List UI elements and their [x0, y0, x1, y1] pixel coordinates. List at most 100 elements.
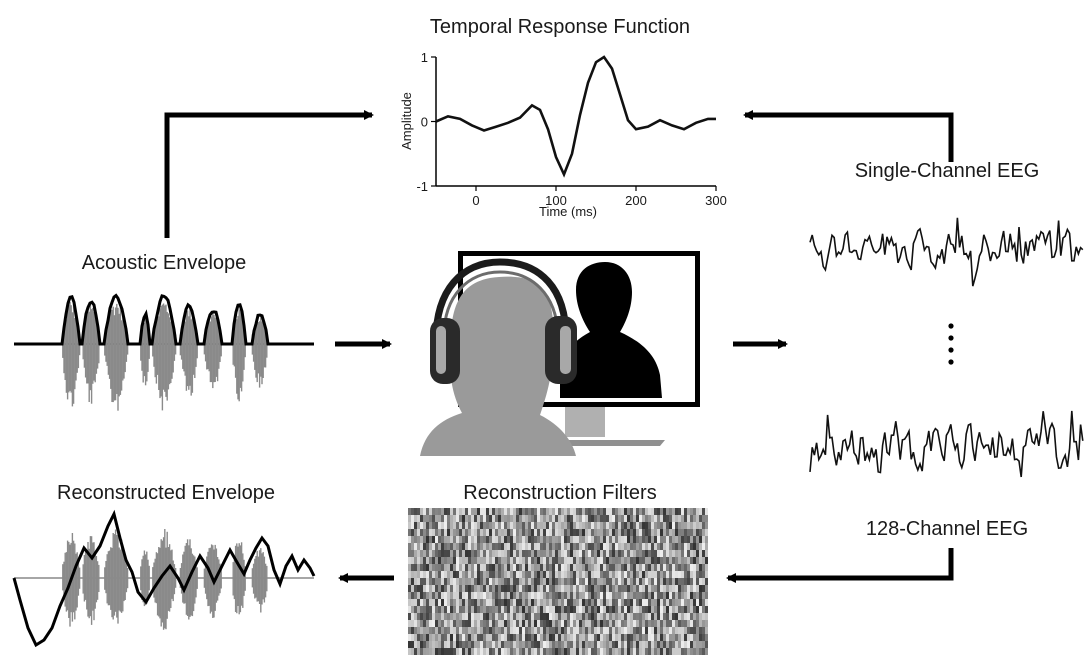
- filter-weight-cell: [576, 508, 579, 515]
- filter-weight-cell: [447, 522, 450, 529]
- filter-weight-cell: [558, 571, 561, 578]
- filter-weight-cell: [492, 564, 495, 571]
- filter-weight-cell: [693, 550, 696, 557]
- filter-weight-cell: [423, 599, 426, 606]
- filter-weight-cell: [651, 571, 654, 578]
- filter-weight-cell: [438, 627, 441, 634]
- filter-weight-cell: [606, 592, 609, 599]
- filter-weight-cell: [522, 592, 525, 599]
- filter-weight-cell: [567, 613, 570, 620]
- filter-weight-cell: [450, 508, 453, 515]
- filter-weight-cell: [657, 529, 660, 536]
- filter-weight-cell: [648, 620, 651, 627]
- filter-weight-cell: [678, 543, 681, 550]
- filter-weight-cell: [567, 578, 570, 585]
- filter-weight-cell: [408, 536, 411, 543]
- filter-weight-cell: [462, 522, 465, 529]
- filter-weight-cell: [474, 522, 477, 529]
- filter-weight-cell: [552, 550, 555, 557]
- filter-weight-cell: [690, 606, 693, 613]
- filter-weight-cell: [423, 550, 426, 557]
- filter-weight-cell: [459, 529, 462, 536]
- filter-weight-cell: [567, 634, 570, 641]
- filter-weight-cell: [687, 585, 690, 592]
- filter-weight-cell: [432, 613, 435, 620]
- filter-weight-cell: [501, 508, 504, 515]
- filter-weight-cell: [564, 564, 567, 571]
- filter-weight-cell: [564, 592, 567, 599]
- filter-weight-cell: [597, 599, 600, 606]
- filter-weight-cell: [408, 578, 411, 585]
- filter-weight-cell: [630, 606, 633, 613]
- filter-weight-cell: [486, 606, 489, 613]
- multi-channel-eeg-trace: [809, 410, 1084, 478]
- filter-weight-cell: [663, 599, 666, 606]
- filter-weight-cell: [444, 592, 447, 599]
- filter-weight-cell: [702, 571, 705, 578]
- filter-weight-cell: [516, 536, 519, 543]
- filter-weight-cell: [672, 641, 675, 648]
- filter-weight-cell: [522, 599, 525, 606]
- filter-weight-cell: [429, 515, 432, 522]
- filter-weight-cell: [426, 543, 429, 550]
- filter-weight-cell: [513, 606, 516, 613]
- trf-y-ticks: 10-1: [416, 50, 436, 194]
- filter-weight-cell: [678, 564, 681, 571]
- filter-weight-cell: [585, 536, 588, 543]
- filter-weight-cell: [465, 557, 468, 564]
- filter-weight-cell: [603, 585, 606, 592]
- filter-weight-cell: [468, 613, 471, 620]
- filter-weight-cell: [420, 571, 423, 578]
- filter-weight-cell: [588, 648, 591, 655]
- filter-weight-cell: [447, 508, 450, 515]
- filter-weight-cell: [423, 578, 426, 585]
- filter-weight-cell: [591, 543, 594, 550]
- filter-weight-cell: [462, 599, 465, 606]
- filter-weight-cell: [414, 536, 417, 543]
- filter-weight-cell: [552, 634, 555, 641]
- filter-weight-cell: [657, 564, 660, 571]
- filter-weight-cell: [603, 606, 606, 613]
- filter-weight-cell: [489, 641, 492, 648]
- filter-weight-cell: [687, 522, 690, 529]
- filter-weight-cell: [684, 648, 687, 655]
- filter-weight-cell: [570, 529, 573, 536]
- filter-weight-cell: [498, 627, 501, 634]
- filter-weight-cell: [456, 550, 459, 557]
- filter-weight-cell: [594, 508, 597, 515]
- filter-weight-cell: [471, 620, 474, 627]
- filter-weight-cell: [444, 599, 447, 606]
- filter-weight-cell: [513, 543, 516, 550]
- filter-weight-cell: [693, 543, 696, 550]
- filter-weight-cell: [660, 564, 663, 571]
- filter-weight-cell: [471, 606, 474, 613]
- filter-weight-cell: [681, 543, 684, 550]
- filter-weight-cell: [705, 508, 708, 515]
- filter-weight-cell: [420, 592, 423, 599]
- filter-weight-cell: [663, 564, 666, 571]
- filter-weight-cell: [528, 592, 531, 599]
- filter-weight-cell: [429, 557, 432, 564]
- filter-weight-cell: [672, 529, 675, 536]
- filter-weight-cell: [606, 564, 609, 571]
- filter-weight-cell: [684, 543, 687, 550]
- filter-weight-cell: [417, 613, 420, 620]
- filter-weight-cell: [474, 508, 477, 515]
- filter-weight-cell: [537, 543, 540, 550]
- filter-weight-cell: [585, 550, 588, 557]
- filter-weight-cell: [561, 508, 564, 515]
- filter-weight-cell: [429, 592, 432, 599]
- filter-weight-cell: [591, 599, 594, 606]
- filter-weight-cell: [531, 564, 534, 571]
- filter-weight-cell: [555, 620, 558, 627]
- filter-weight-cell: [480, 641, 483, 648]
- filter-weight-cell: [546, 634, 549, 641]
- filter-weight-cell: [630, 536, 633, 543]
- filter-weight-cell: [546, 620, 549, 627]
- filter-weight-cell: [435, 585, 438, 592]
- filter-weight-cell: [579, 557, 582, 564]
- filter-weight-cell: [564, 634, 567, 641]
- filter-weight-cell: [630, 585, 633, 592]
- acoustic-envelope-line: [14, 293, 314, 346]
- filter-weight-cell: [690, 529, 693, 536]
